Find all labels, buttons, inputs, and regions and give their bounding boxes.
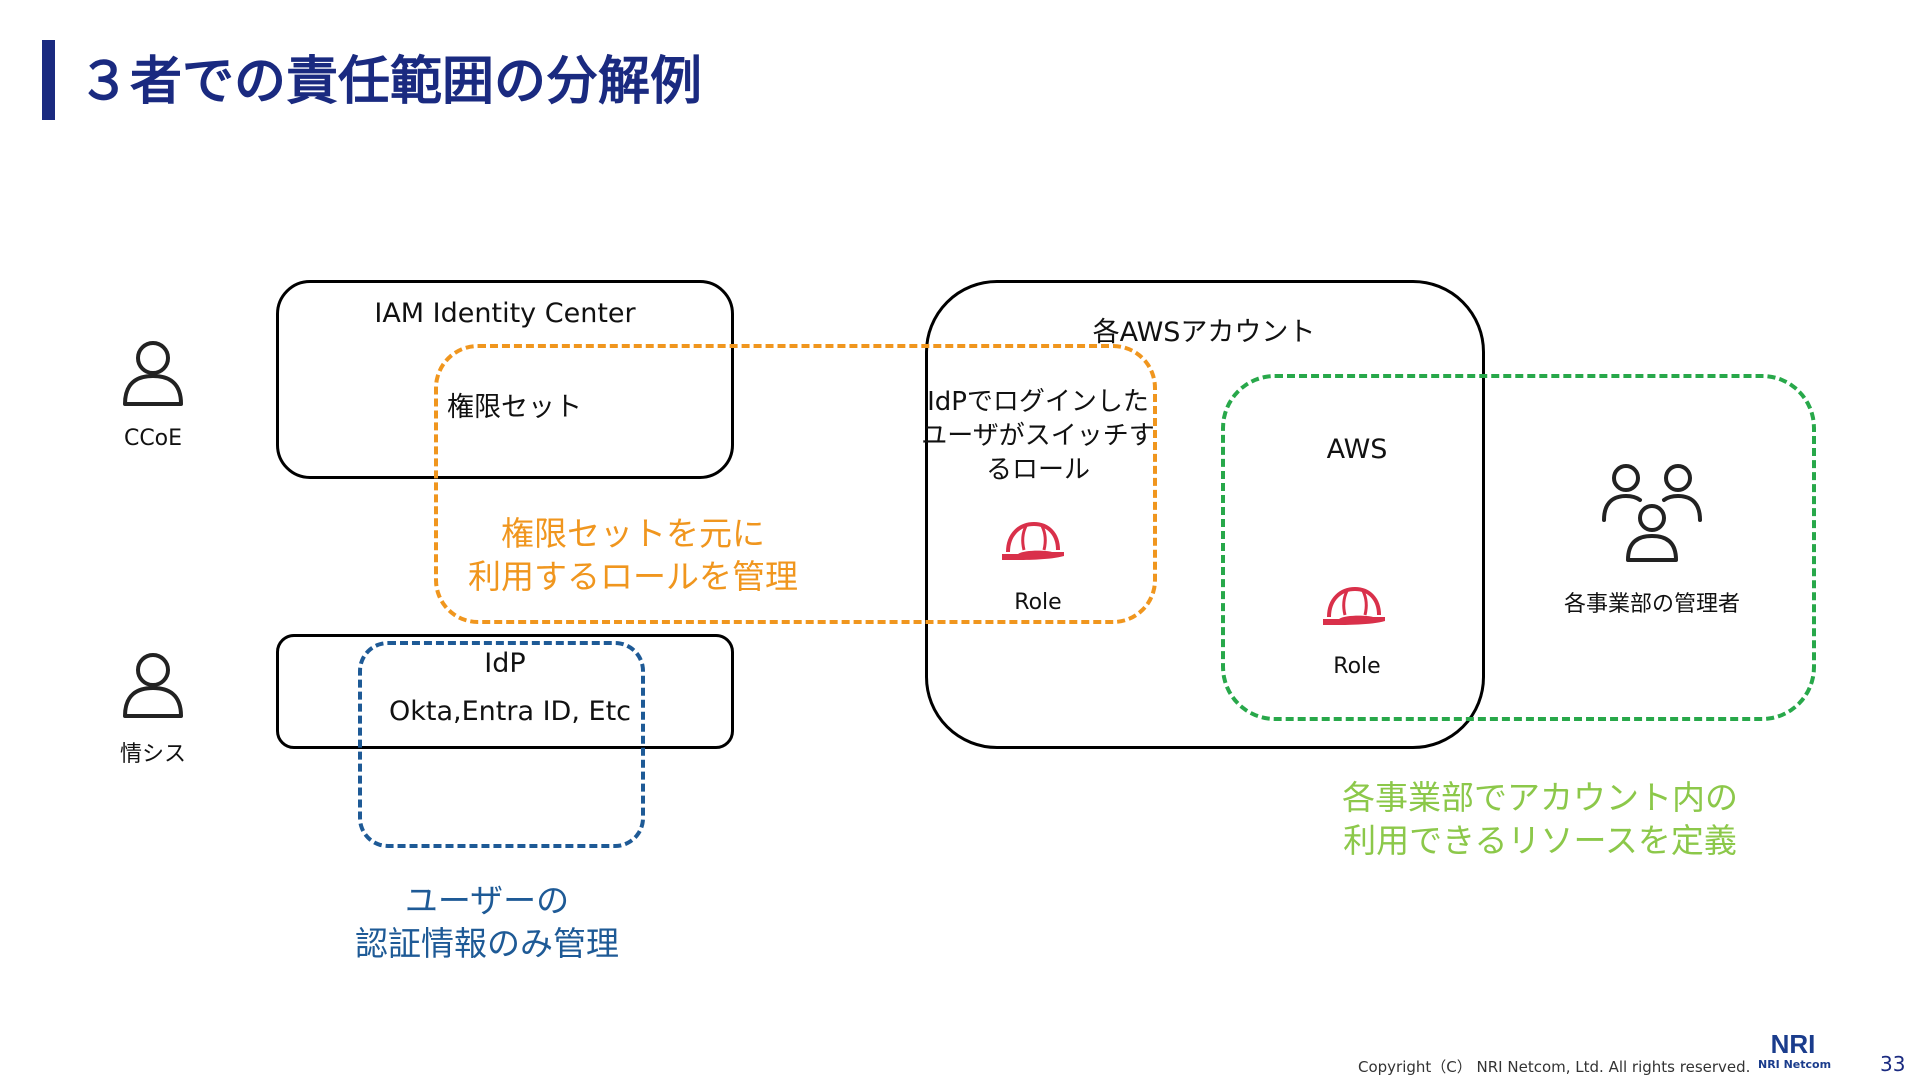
idp-box [276,634,734,749]
permission-set-label: 権限セット [447,392,582,423]
green-annotation-line: 各事業部でアカウント内の [1342,778,1738,817]
green-annotation-line: 利用できるリソースを定義 [1343,821,1737,860]
blue-dashed-region [358,641,645,848]
nri-logo-mark: NRI [1770,1029,1816,1059]
orange-annotation-line: 権限セットを元に [501,514,765,553]
blue-annotation: ユーザーの 認証情報のみ管理 [355,879,619,965]
idp-role-description-line: IdPでログインした [927,387,1149,417]
person-icon [122,338,184,408]
orange-dashed-region [434,344,1157,624]
copyright-text: Copyright（C） NRI Netcom, Ltd. All rights… [1358,1058,1751,1076]
iam-identity-center-box [276,280,734,479]
role-helmet-icon [1000,520,1066,564]
idp-examples-label: Okta,Entra ID, Etc [389,696,631,727]
orange-annotation: 権限セットを元に 利用するロールを管理 [468,512,798,598]
role-helmet-icon [1321,585,1387,629]
nri-logo: NRI NRI Netcom [1758,1029,1832,1072]
aws-role-label: Role [1333,654,1381,679]
idp-box-title: IdP [484,648,526,679]
orange-annotation-line: 利用するロールを管理 [468,557,798,596]
blue-annotation-line: 認証情報のみ管理 [355,924,619,963]
idp-role-description-line: ユーザがスイッチす [921,421,1155,451]
aws-account-title: 各AWSアカウント [1092,317,1316,348]
page-number: 33 [1880,1052,1906,1076]
nri-logo-subtext: NRI Netcom [1758,1058,1832,1071]
green-dashed-region [1221,374,1816,721]
aws-label: AWS [1326,434,1388,465]
business-admins-label: 各事業部の管理者 [1563,592,1741,617]
group-icon [1600,462,1704,564]
iam-box-title: IAM Identity Center [374,298,636,329]
green-annotation: 各事業部でアカウント内の 利用できるリソースを定義 [1342,776,1738,862]
actor-joushi-label: 情シス [119,742,187,767]
actor-ccoe-label: CCoE [123,426,183,451]
aws-account-box [925,280,1485,749]
blue-annotation-line: ユーザーの [404,881,570,920]
idp-role-description-line: るロール [985,455,1091,485]
idp-role-label: Role [1014,590,1062,615]
person-icon [122,650,184,720]
page-title: ３者での責任範囲の分解例 [78,52,703,112]
idp-role-description: IdPでログインした ユーザがスイッチす るロール [921,385,1154,487]
title-accent-bar [42,40,55,120]
